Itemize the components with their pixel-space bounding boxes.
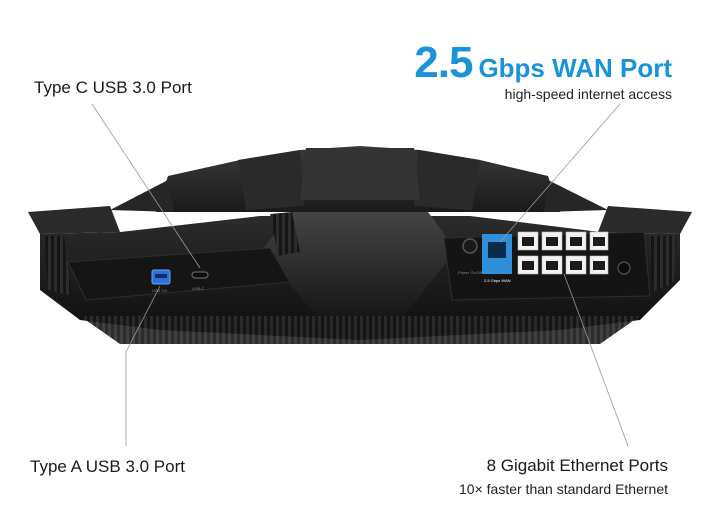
power-button <box>462 238 478 254</box>
wan-leader <box>499 103 621 243</box>
wan-port-label: 2.5 Gbps WAN <box>484 278 511 283</box>
usb-a-label: USB 3.0 <box>152 288 168 293</box>
callout-lines <box>91 103 629 447</box>
ethernet-leader <box>563 273 629 447</box>
type-c-leader <box>91 103 201 269</box>
wan-callout-subtitle: high-speed internet access <box>504 86 672 102</box>
type-c-callout: Type C USB 3.0 Port <box>34 78 192 97</box>
router-top <box>28 146 692 234</box>
usb-ports: USB 3.0 USB-C <box>151 269 209 293</box>
wan-unit: Gbps WAN Port <box>478 53 672 83</box>
usb-c-port <box>191 271 209 279</box>
usb-c-label: USB-C <box>192 286 205 291</box>
type-a-callout: Type A USB 3.0 Port <box>30 457 185 476</box>
dc-power-jack <box>617 261 631 275</box>
power-label: Power On/Off <box>458 270 483 275</box>
ethernet-callout-title: 8 Gigabit Ethernet Ports <box>486 456 668 475</box>
wan-speed: 2.5 <box>414 38 473 87</box>
type-a-leader <box>125 285 161 446</box>
ethernet-ports: Power On/Off 2.5 Gbps WAN <box>458 231 631 283</box>
ethernet-callout-subtitle: 10× faster than standard Ethernet <box>459 481 668 497</box>
